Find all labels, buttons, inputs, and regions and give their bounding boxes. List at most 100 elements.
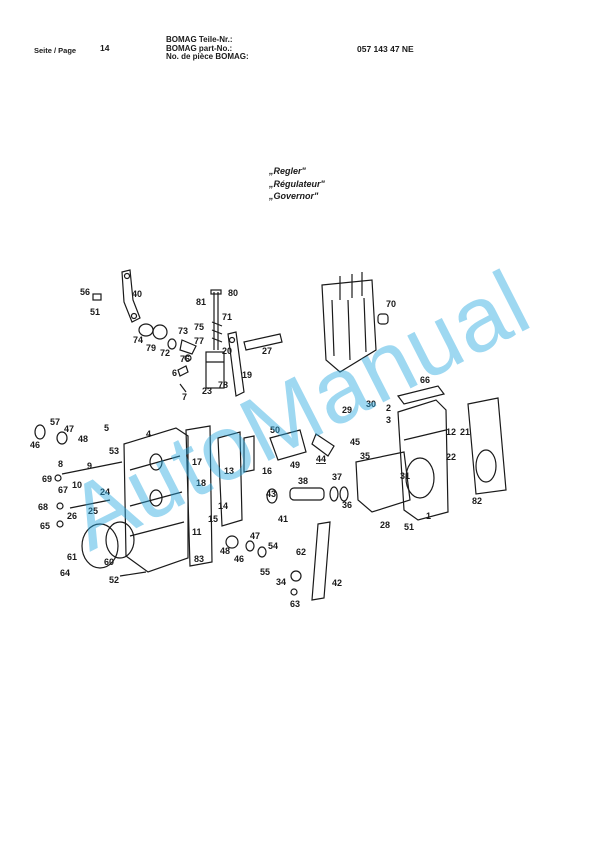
callout-label: 9 bbox=[87, 461, 92, 471]
part-73 bbox=[179, 339, 197, 355]
part-lever-19 bbox=[227, 331, 245, 397]
callout-label: 78 bbox=[218, 380, 228, 390]
part-bore bbox=[149, 453, 163, 471]
callout-label: 51 bbox=[90, 307, 100, 317]
part-48 bbox=[225, 535, 239, 549]
part-80 bbox=[210, 289, 222, 295]
callout-label: 64 bbox=[60, 568, 70, 578]
callout-label: 17 bbox=[192, 457, 202, 467]
callout-label: 29 bbox=[342, 405, 352, 415]
part-housing-2 bbox=[397, 399, 449, 521]
callout-label: 44 bbox=[316, 454, 326, 464]
part-6 bbox=[177, 365, 189, 377]
callout-label: 76 bbox=[180, 354, 190, 364]
callout-label: 47 bbox=[250, 531, 260, 541]
callout-label: 53 bbox=[109, 446, 119, 456]
callout-label: 52 bbox=[109, 575, 119, 585]
callout-label: 80 bbox=[228, 288, 238, 298]
callout-label: 62 bbox=[296, 547, 306, 557]
callout-label: 79 bbox=[146, 343, 156, 353]
part-shaft-9 bbox=[61, 461, 123, 475]
part-gasket-82 bbox=[467, 397, 507, 495]
callout-label: 20 bbox=[222, 346, 232, 356]
callout-label: 37 bbox=[332, 472, 342, 482]
callout-label: 60 bbox=[104, 557, 114, 567]
part-ring-60 bbox=[81, 523, 119, 569]
callout-label: 7 bbox=[182, 392, 187, 402]
callout-label: 45 bbox=[350, 437, 360, 447]
callout-label: 36 bbox=[342, 500, 352, 510]
callout-label: 75 bbox=[194, 322, 204, 332]
part-34 bbox=[290, 570, 302, 582]
part-bracket-78 bbox=[205, 351, 225, 389]
callout-label: 24 bbox=[100, 487, 110, 497]
part-57 bbox=[34, 424, 46, 440]
part-76 bbox=[184, 354, 192, 362]
title-fr: „Régulateur" bbox=[269, 178, 325, 189]
part-cover-35 bbox=[355, 451, 411, 513]
callout-label: 63 bbox=[290, 599, 300, 609]
callout-label: 26 bbox=[67, 511, 77, 521]
callout-label: 54 bbox=[268, 541, 278, 551]
callout-label: 1 bbox=[426, 511, 431, 521]
callout-label: 74 bbox=[133, 335, 143, 345]
part-label-en: BOMAG part-No.: bbox=[166, 43, 233, 53]
callout-label: 6 bbox=[172, 368, 177, 378]
callout-label: 19 bbox=[242, 370, 252, 380]
callout-label: 72 bbox=[160, 348, 170, 358]
callout-label: 43 bbox=[266, 489, 276, 499]
callout-label: 46 bbox=[30, 440, 40, 450]
callout-label: 10 bbox=[72, 480, 82, 490]
callout-label: 42 bbox=[332, 578, 342, 588]
callout-label: 14 bbox=[218, 501, 228, 511]
page-label: Seite / Page bbox=[34, 46, 77, 55]
callout-label: 65 bbox=[40, 521, 50, 531]
callout-label: 30 bbox=[366, 399, 376, 409]
callout-label: 47 bbox=[64, 424, 74, 434]
part-50 bbox=[269, 429, 307, 461]
callout-label: 3 bbox=[386, 415, 391, 425]
part-65 bbox=[56, 520, 64, 528]
callout-label: 46 bbox=[234, 554, 244, 564]
callout-label: 31 bbox=[400, 471, 410, 481]
part-number-labels: BOMAG Teile-Nr.: BOMAG part-No.: No. de … bbox=[166, 35, 249, 61]
callout-label: 13 bbox=[224, 466, 234, 476]
callout-label: 49 bbox=[290, 460, 300, 470]
callout-label: 18 bbox=[196, 478, 206, 488]
callout-label: 57 bbox=[50, 417, 60, 427]
part-38 bbox=[289, 487, 325, 501]
part-lever-42 bbox=[311, 521, 331, 601]
callout-label: 22 bbox=[446, 452, 456, 462]
callout-label: 16 bbox=[262, 466, 272, 476]
callout-label: 48 bbox=[78, 434, 88, 444]
callout-label: 23 bbox=[202, 386, 212, 396]
part-52 bbox=[119, 571, 147, 577]
part-69 bbox=[54, 474, 62, 482]
part-bore bbox=[130, 312, 138, 320]
page-number: 14 bbox=[100, 43, 110, 53]
callout-label: 28 bbox=[380, 520, 390, 530]
callout-label: 56 bbox=[80, 287, 90, 297]
part-screw-56 bbox=[92, 293, 102, 301]
callout-label: 82 bbox=[472, 496, 482, 506]
callout-label: 41 bbox=[278, 514, 288, 524]
callout-label: 67 bbox=[58, 485, 68, 495]
part-opening bbox=[405, 457, 435, 499]
part-68 bbox=[56, 502, 64, 510]
part-housing-70 bbox=[321, 279, 377, 373]
callout-label: 40 bbox=[132, 289, 142, 299]
part-opening bbox=[475, 449, 497, 483]
callout-label: 35 bbox=[360, 451, 370, 461]
part-27 bbox=[243, 333, 283, 351]
part-24 bbox=[69, 499, 111, 509]
part-internal bbox=[331, 297, 367, 361]
callout-label: 27 bbox=[262, 346, 272, 356]
callout-label: 48 bbox=[220, 546, 230, 556]
callout-label: 25 bbox=[88, 506, 98, 516]
part-13 bbox=[217, 431, 243, 527]
callout-label: 5 bbox=[104, 423, 109, 433]
callout-label: 51 bbox=[404, 522, 414, 532]
callout-label: 69 bbox=[42, 474, 52, 484]
callout-label: 34 bbox=[276, 577, 286, 587]
part-54 bbox=[245, 540, 255, 552]
